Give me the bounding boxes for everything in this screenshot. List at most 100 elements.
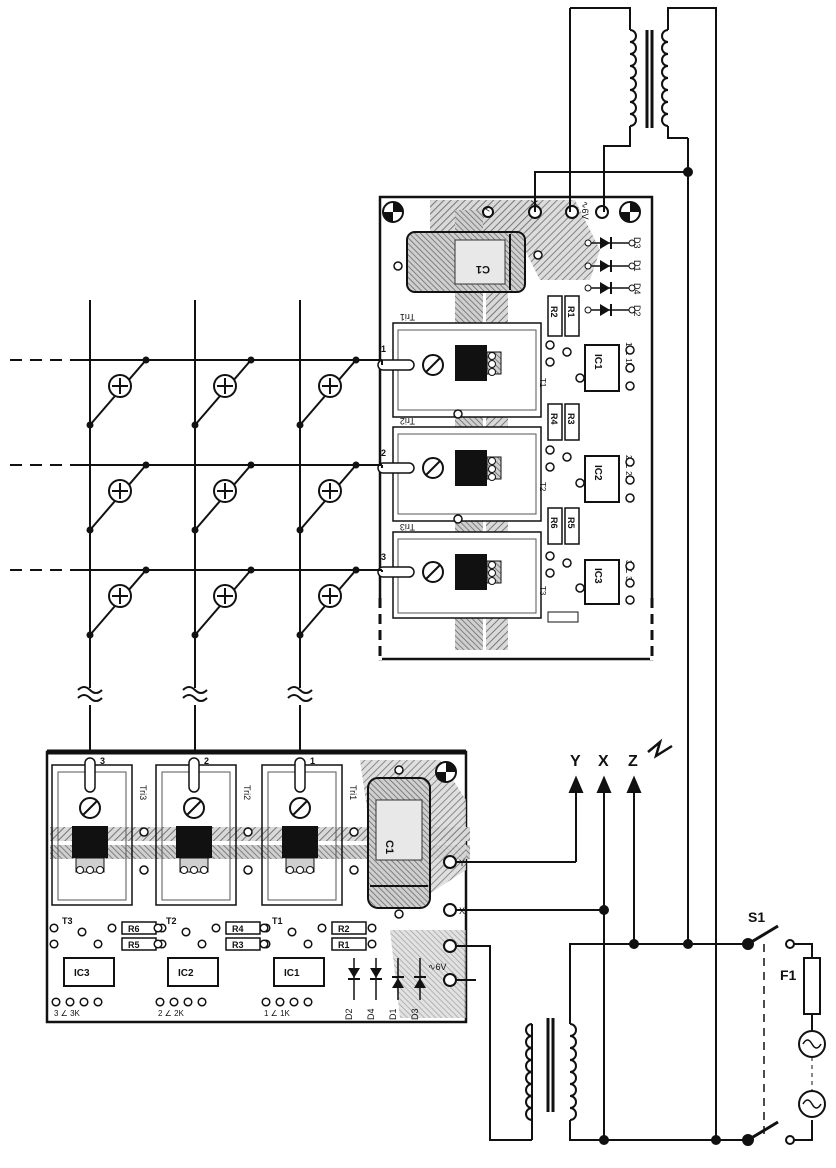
resistor-label: R1 [338, 940, 350, 950]
bus-arrows [568, 738, 673, 1140]
mounting-hole-icon [619, 201, 641, 223]
capacitor: C1 [367, 765, 431, 919]
svg-text:D3: D3 [632, 237, 642, 249]
wiring [381, 7, 826, 1146]
diode-icon [370, 958, 382, 1000]
svg-text:D1: D1 [388, 1008, 398, 1020]
diode-icon [584, 304, 636, 316]
triac-label: Tri3 [138, 785, 148, 800]
ic-label: IC2 [178, 968, 194, 979]
lamps [86, 356, 360, 639]
triac-body [176, 826, 212, 858]
diode-group: D3 D1 D4 D2 [584, 237, 642, 317]
ic-chip [273, 957, 325, 987]
bus-y-label: Y [570, 753, 581, 770]
diode-group: D2 D4 D1 D3 [344, 958, 426, 1020]
ic-chip [63, 957, 115, 987]
pin-label: 1 [310, 756, 315, 766]
fuse-label: F1 [780, 967, 797, 983]
mounting-hole-icon [435, 761, 457, 783]
svg-text:3 ∠ 3K: 3 ∠ 3K [624, 560, 633, 587]
pin-numbers: 1 ∠ 1K [264, 1009, 291, 1018]
pin-numbers: 3 ∠ 3K [54, 1009, 81, 1018]
resistor-label: R3 [232, 940, 244, 950]
lightning-icon [647, 738, 673, 759]
lamp-icon [191, 461, 255, 534]
svg-text:D2: D2 [632, 305, 642, 317]
resistor-label: R4 [232, 924, 244, 934]
svg-text:D4: D4 [632, 283, 642, 295]
svg-text:Tri3: Tri3 [400, 522, 415, 532]
mains-switch [742, 924, 813, 1146]
svg-text:R4: R4 [549, 413, 559, 425]
diode-icon [584, 237, 636, 249]
ic-chip [584, 559, 620, 605]
bottom-transformer [456, 943, 744, 1141]
svg-text:R2: R2 [549, 306, 559, 318]
svg-text:R3: R3 [566, 413, 576, 425]
triac-label: Tri1 [348, 785, 358, 800]
ic-chip [167, 957, 219, 987]
svg-text:IC3: IC3 [592, 568, 603, 584]
pin-label: 3 [100, 756, 105, 766]
svg-text:D1: D1 [632, 260, 642, 272]
pin-label: 2 [204, 756, 209, 766]
triac-body [455, 345, 487, 381]
mounting-hole-icon [382, 201, 404, 223]
svg-text:R5: R5 [566, 517, 576, 529]
terminal-y-label: Y [481, 206, 491, 212]
resistor-label: R2 [338, 924, 350, 934]
ic-chip [584, 455, 620, 503]
lamp-icon [86, 356, 150, 429]
top-channel-1: Tri1 1 R2 R1 IC1 T1 1 ∠ 1K [377, 295, 635, 419]
transistor-label: T3 [62, 916, 73, 926]
svg-text:Tri1: Tri1 [400, 312, 415, 322]
triac-body [455, 450, 487, 486]
lamp-icon [191, 566, 255, 639]
svg-text:T2: T2 [538, 482, 547, 492]
terminal-ac-label: ∿6V [580, 201, 590, 220]
svg-text:D2: D2 [344, 1008, 354, 1020]
top-channel-3: Tri3 3 R6 R5 IC3 T3 3 ∠ 3K [377, 507, 635, 623]
pin-numbers: 2 ∠ 2K [158, 1009, 185, 1018]
svg-text:T3: T3 [538, 586, 547, 596]
capacitor: C1 [393, 231, 543, 293]
svg-text:IC2: IC2 [592, 465, 603, 481]
lamp-icon [191, 356, 255, 429]
bus-x-label: X [598, 753, 609, 770]
fuse [803, 957, 821, 1015]
lamp-icon [296, 461, 360, 534]
diode-icon [414, 958, 426, 1000]
diode-icon [392, 958, 404, 1000]
ic-chip [584, 344, 620, 392]
capacitor-label: C1 [476, 263, 490, 275]
ic-label: IC3 [74, 968, 90, 979]
lamp-icon [86, 566, 150, 639]
svg-text:3: 3 [381, 552, 386, 562]
capacitor-label: C1 [383, 840, 395, 854]
top-transformer [569, 7, 717, 1140]
svg-text:2 ∠ 2K: 2 ∠ 2K [624, 455, 633, 482]
diode-icon [348, 958, 360, 1000]
svg-text:Tri2: Tri2 [400, 416, 415, 426]
lamp-icon [86, 461, 150, 534]
svg-text:D4: D4 [366, 1008, 376, 1020]
diode-icon [584, 260, 636, 272]
triac-label: Tri2 [242, 785, 252, 800]
top-board: Y X ∿6V C1 [377, 195, 654, 661]
svg-text:R6: R6 [549, 517, 559, 529]
lamp-icon [296, 356, 360, 429]
bottom-board: C1 Y X ∿6V D [45, 749, 470, 1024]
svg-text:IC1: IC1 [592, 354, 603, 370]
switch-label: S1 [748, 909, 765, 925]
top-channel-2: Tri2 2 R4 R3 IC2 T2 2 ∠ 2K [377, 403, 635, 524]
svg-text:D3: D3 [410, 1008, 420, 1020]
triac-body [282, 826, 318, 858]
svg-text:2: 2 [381, 448, 386, 458]
lamp-icon [296, 566, 360, 639]
resistor-label: R6 [128, 924, 140, 934]
